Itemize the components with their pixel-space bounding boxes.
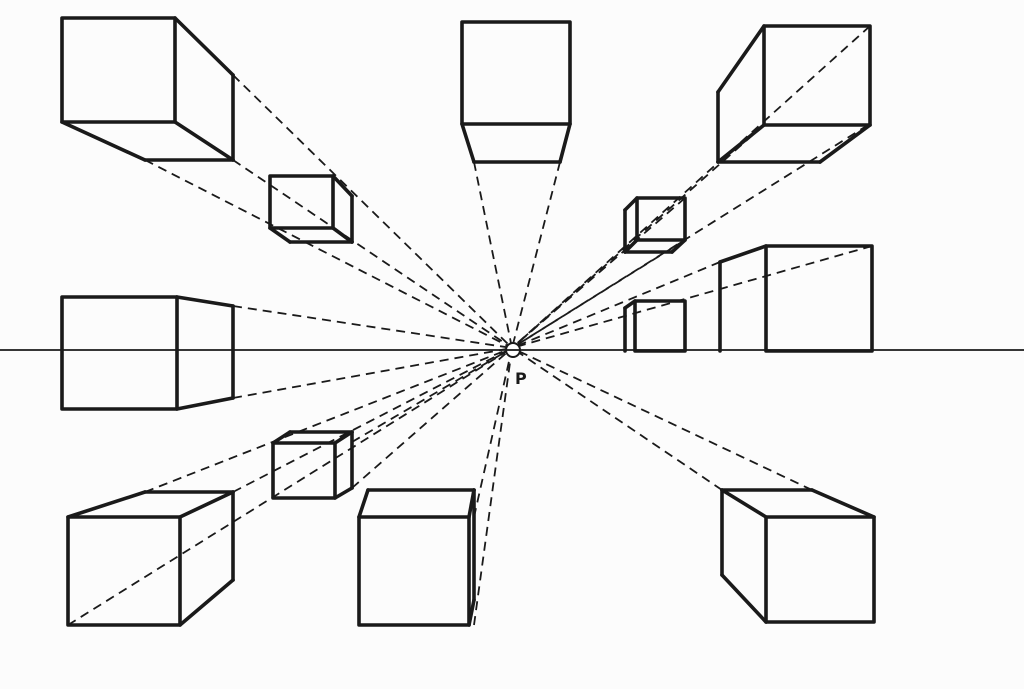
cube-small-lower-left — [271, 430, 354, 500]
convergence-line — [511, 197, 686, 349]
convergence-line — [473, 161, 513, 349]
convergence-line — [232, 305, 513, 349]
convergence-line — [511, 239, 686, 349]
convergence-line — [511, 245, 873, 349]
convergence-line — [232, 347, 513, 399]
cube-small-upper-left — [268, 174, 354, 244]
vanishing-point-label: P — [515, 369, 527, 388]
convergence-line — [232, 159, 513, 349]
convergence-line — [511, 347, 723, 491]
convergence-line — [144, 159, 513, 349]
cube-bottom-center — [357, 488, 476, 627]
convergence-line — [67, 347, 513, 626]
convergence-line — [351, 347, 513, 443]
convergence-line — [511, 347, 813, 491]
cube-middle-left — [60, 295, 235, 411]
convergence-line — [511, 261, 721, 349]
convergence-line — [232, 74, 513, 349]
cube-small-horizon-right — [623, 299, 687, 353]
convergence-line — [511, 161, 561, 349]
cube-top-left — [60, 16, 235, 162]
cube-bottom-left — [66, 490, 235, 627]
convergence-line — [351, 347, 513, 489]
convergence-line — [511, 25, 871, 349]
cube-top-center — [460, 20, 572, 164]
cube-bottom-right — [720, 488, 876, 624]
convergence-line — [232, 347, 513, 493]
convergence-line — [473, 347, 513, 626]
convergence-line — [473, 347, 513, 518]
convergence-line — [511, 124, 869, 349]
cube-small-upper-right — [623, 196, 687, 254]
cube-top-right — [716, 24, 872, 164]
cube-middle-right — [718, 244, 874, 353]
convergence-line — [144, 347, 513, 493]
